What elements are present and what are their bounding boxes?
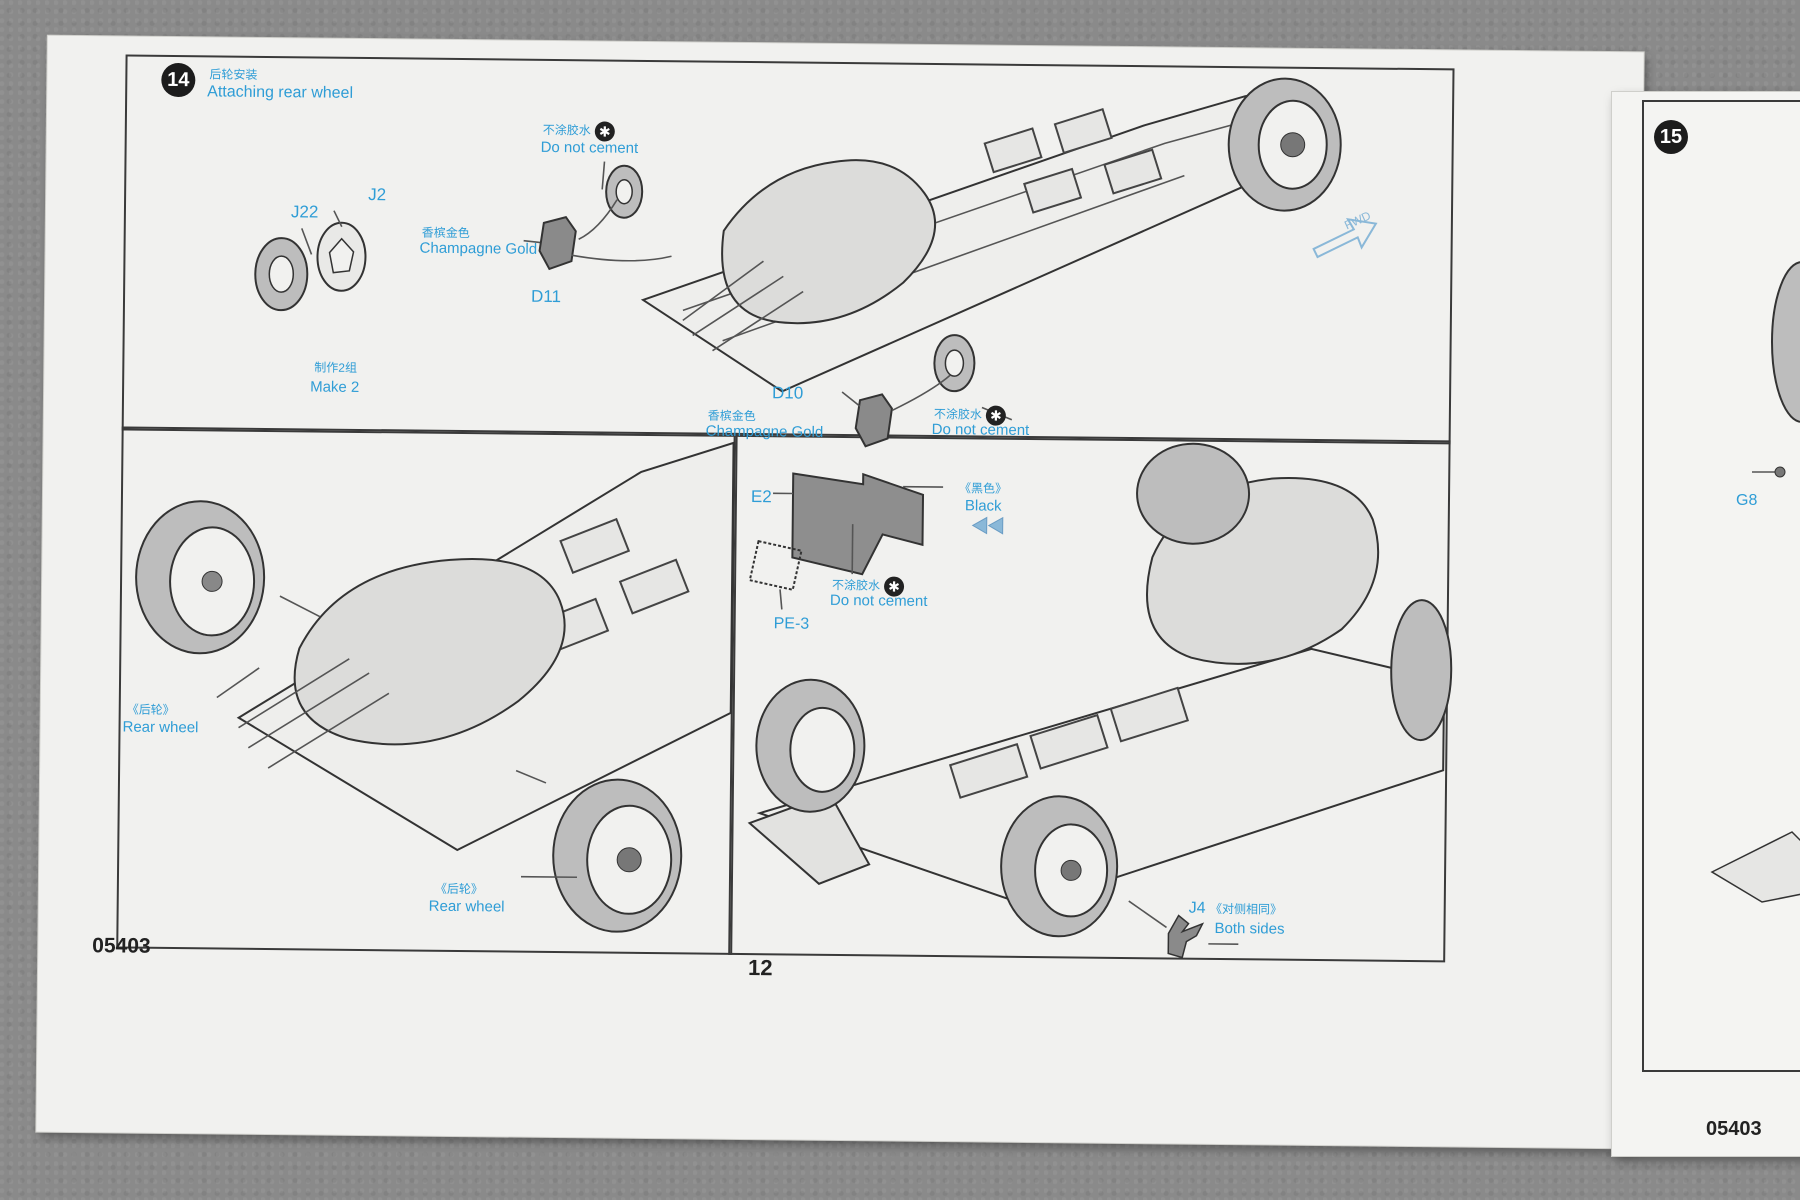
rear-wheel-exploded-drawing — [254, 77, 1378, 448]
label-rear2-cn: 《后轮》 — [434, 881, 483, 897]
chassis-final-drawing — [747, 442, 1453, 959]
product-code-left: 05403 — [92, 934, 151, 958]
label-nocem1-en: Do not cement — [540, 138, 639, 157]
step15-partial-drawing — [1710, 261, 1800, 903]
label-both-cn: 《对侧相同》 — [1209, 901, 1283, 917]
part-d10 — [854, 393, 893, 448]
label-rear1-en: Rear wheel — [122, 718, 199, 737]
instruction-page-left: 14 后轮安装 Attaching rear wheel — [36, 35, 1644, 1149]
rear-wheel-top — [1136, 442, 1251, 545]
label-gold2-cn: 香槟金色 — [707, 408, 756, 424]
part-d11 — [538, 215, 577, 271]
product-code-right: 05403 — [1706, 1118, 1762, 1140]
part-e2 — [791, 472, 925, 576]
label-j22: J22 — [290, 202, 319, 222]
label-gold1-en: Champagne Gold — [419, 239, 538, 258]
engine-block — [293, 558, 566, 746]
step15-frame — [1642, 100, 1800, 1072]
label-d11: D11 — [530, 286, 562, 307]
step15-number-badge: 15 — [1654, 120, 1688, 154]
label-gold1-cn: 香槟金色 — [421, 225, 470, 241]
label-make2-cn: 制作2组 — [314, 360, 358, 375]
instruction-page-right: 15 G8 05403 — [1612, 92, 1800, 1156]
label-j4: J4 《对侧相同》 — [1188, 899, 1283, 917]
label-e2: E2 — [750, 487, 772, 507]
label-both-en: Both sides — [1214, 919, 1285, 938]
chassis-with-rear-wheels-drawing — [135, 441, 735, 933]
label-nocem3-en: Do not cement — [829, 591, 928, 610]
label-black-en: Black — [964, 497, 1002, 515]
page-number: 12 — [747, 955, 773, 981]
forward-arrow-icon — [1312, 217, 1378, 259]
part-j4 — [1167, 914, 1205, 959]
label-d10: D10 — [771, 383, 804, 403]
label-make2-en: Make 2 — [310, 378, 360, 396]
rear-wheel-right-edge — [1390, 599, 1453, 742]
label-black-cn: 《黑色》 — [959, 481, 1008, 496]
label-rear1-cn: 《后轮》 — [126, 702, 175, 718]
label-g8: G8 — [1736, 492, 1758, 509]
label-rear2-en: Rear wheel — [428, 897, 505, 916]
label-j2: J2 — [368, 185, 387, 205]
label-pe3: PE-3 — [773, 615, 810, 633]
part-pe3 — [748, 539, 803, 591]
double-arrow-icon — [971, 516, 1004, 535]
